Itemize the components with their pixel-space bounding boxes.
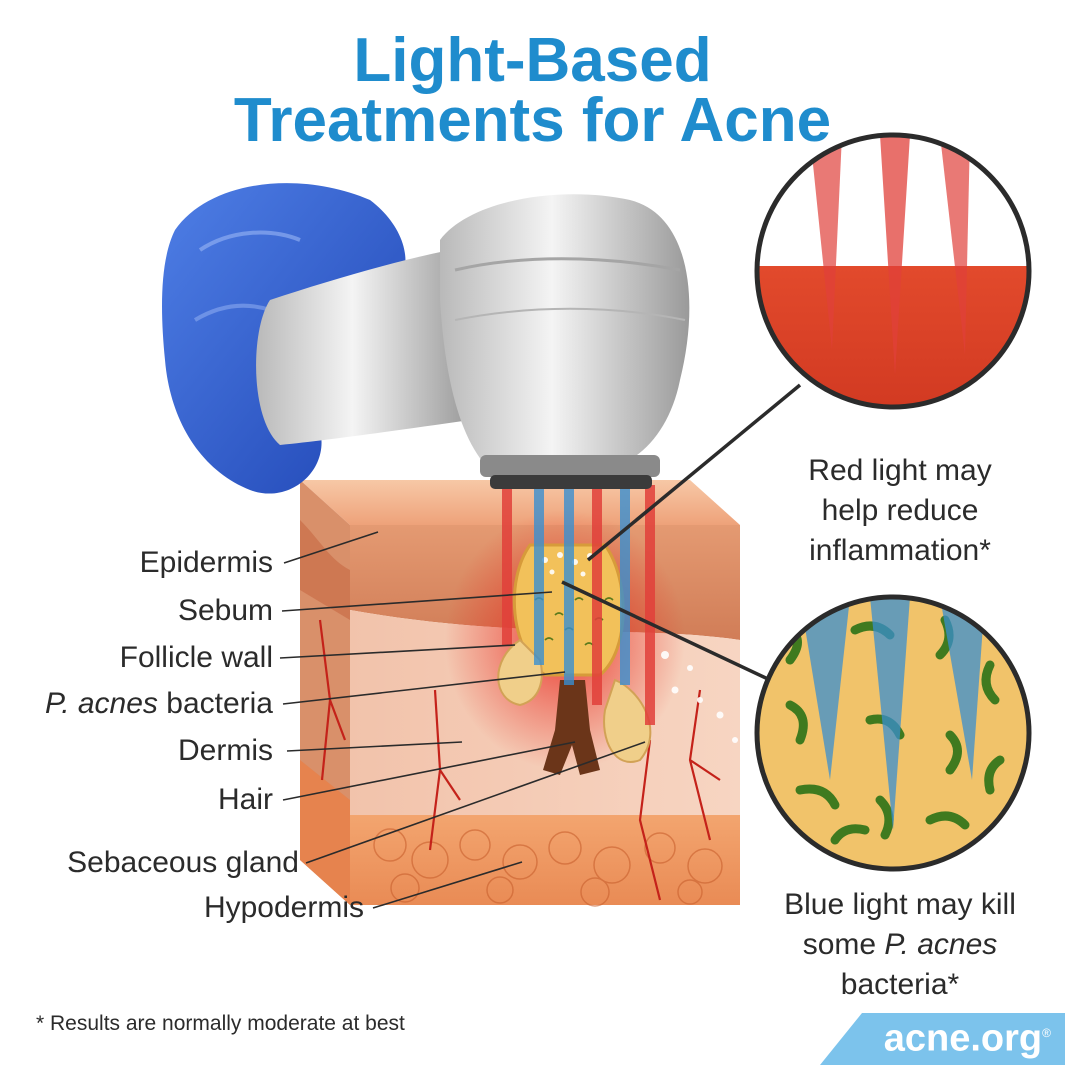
brand-name: acne.org® [884,1013,1051,1059]
label-hair: Hair [217,783,273,816]
blue-caption-line-3: bacteria* [840,968,960,1001]
page-title-line-1: Light-Based [353,26,712,95]
red-light-caption: Red light may help reduce inflammation* [750,451,1050,571]
label-dermis: Dermis [178,734,273,767]
label-epidermis: Epidermis [139,546,273,579]
label-bacteria: P. acnes bacteria [45,687,273,721]
blue-caption-line-2: some P. acnes [750,925,1050,965]
blue-light-caption: Blue light may kill some P. acnes bacter… [750,885,1050,1005]
blue-caption-line-2-italic: P. acnes [884,928,998,961]
callout-lines [561,383,802,682]
label-bacteria-rest: bacteria [157,687,273,720]
red-light-zoom [754,132,1032,410]
blue-caption-line-2-plain: some [802,928,885,961]
red-caption-line-2: help reduce [821,494,979,527]
leader-lines [279,531,646,909]
label-hypodermis: Hypodermis [203,891,364,924]
label-sebum: Sebum [177,594,273,627]
light-device [256,194,690,489]
label-bacteria-italic: P. acnes [45,687,158,720]
brand-logo[interactable]: acne.org® [820,1013,1065,1065]
red-caption-line-1: Red light may [808,454,992,487]
blue-caption-line-1: Blue light may kill [784,888,1016,921]
footnote: * Results are normally moderate at best [36,1012,405,1035]
blue-light-zoom [754,594,1032,872]
glove-hand [162,183,406,494]
brand-banner [820,1013,1065,1065]
red-caption-line-3: inflammation* [809,534,991,567]
label-follicle-wall: Follicle wall [119,641,273,674]
brand-name-text: acne.org [883,1018,1043,1060]
registered-mark: ® [1042,1026,1051,1041]
label-sebaceous-gland: Sebaceous gland [67,846,299,879]
page-title-line-2: Treatments for Acne [233,86,832,155]
